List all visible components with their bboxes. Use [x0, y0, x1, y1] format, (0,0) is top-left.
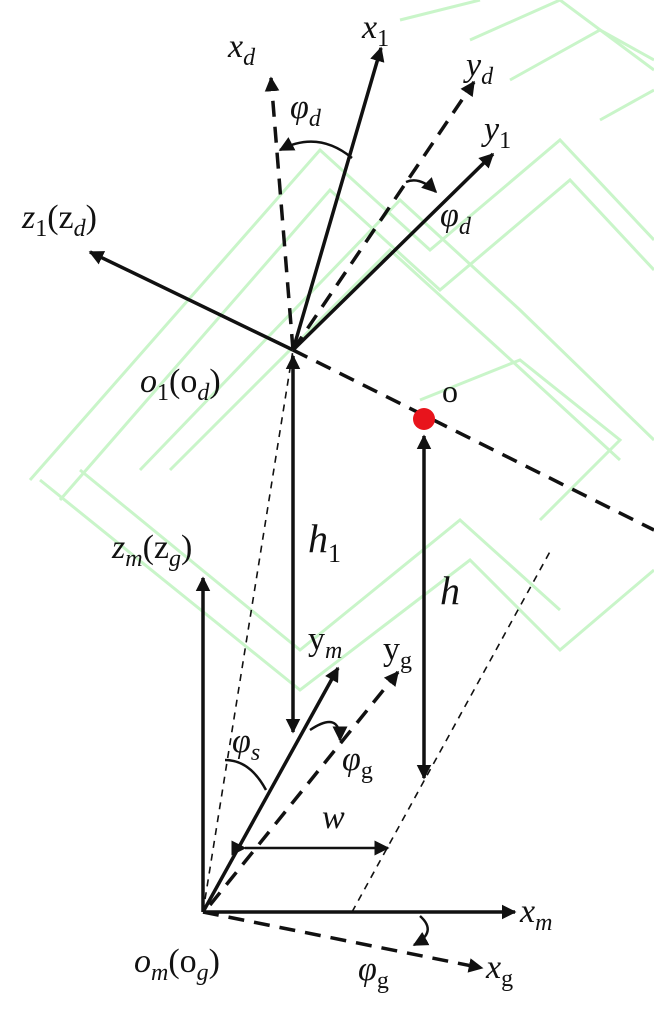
- label-phi-g-mid: φg: [342, 741, 373, 784]
- xd-axis: [264, 76, 295, 351]
- label-o: o: [442, 373, 458, 409]
- x1-axis: [291, 46, 385, 351]
- phi-g-bot-arc: [412, 915, 430, 947]
- label-z1-zd: z1(zd): [21, 199, 97, 242]
- label-w: w: [322, 799, 345, 836]
- watermark-outline: [28, 0, 654, 692]
- label-yd: yd: [463, 47, 494, 90]
- label-zm-zg: zm(zg): [111, 529, 192, 572]
- yg-axis: [208, 670, 400, 907]
- label-h1: h1: [308, 516, 341, 568]
- o1-o-dashed-line: [292, 348, 654, 532]
- label-xm: xm: [519, 893, 552, 936]
- phi-s-arc: [224, 758, 268, 791]
- label-ym: ym: [308, 621, 342, 664]
- label-phi-g-bot: φg: [358, 951, 389, 994]
- z1-axis: [88, 250, 294, 352]
- label-phi-d-right: φd: [440, 197, 472, 240]
- label-phi-s: φs: [232, 723, 260, 766]
- y1-axis: [291, 152, 495, 352]
- label-o1-od: o1(od): [140, 363, 221, 406]
- label-phi-d-top: φd: [290, 89, 322, 132]
- xg-axis: [202, 910, 484, 973]
- yd-axis: [291, 80, 476, 351]
- label-x1: x1: [361, 9, 389, 52]
- phi-d-right-arc: [405, 177, 438, 194]
- label-om-og: om(og): [134, 943, 220, 986]
- label-xd: xd: [227, 28, 256, 71]
- label-xg: xg: [485, 949, 513, 992]
- ym-axis: [201, 666, 340, 913]
- thin-dashed-line-left: [202, 349, 294, 913]
- label-yg: yg: [383, 631, 412, 674]
- label-h: h: [440, 568, 460, 613]
- phi-g-mid-arc: [309, 720, 348, 742]
- label-y1: y1: [481, 111, 511, 154]
- point-o: [413, 408, 435, 430]
- phi-d-top-arc: [278, 137, 353, 159]
